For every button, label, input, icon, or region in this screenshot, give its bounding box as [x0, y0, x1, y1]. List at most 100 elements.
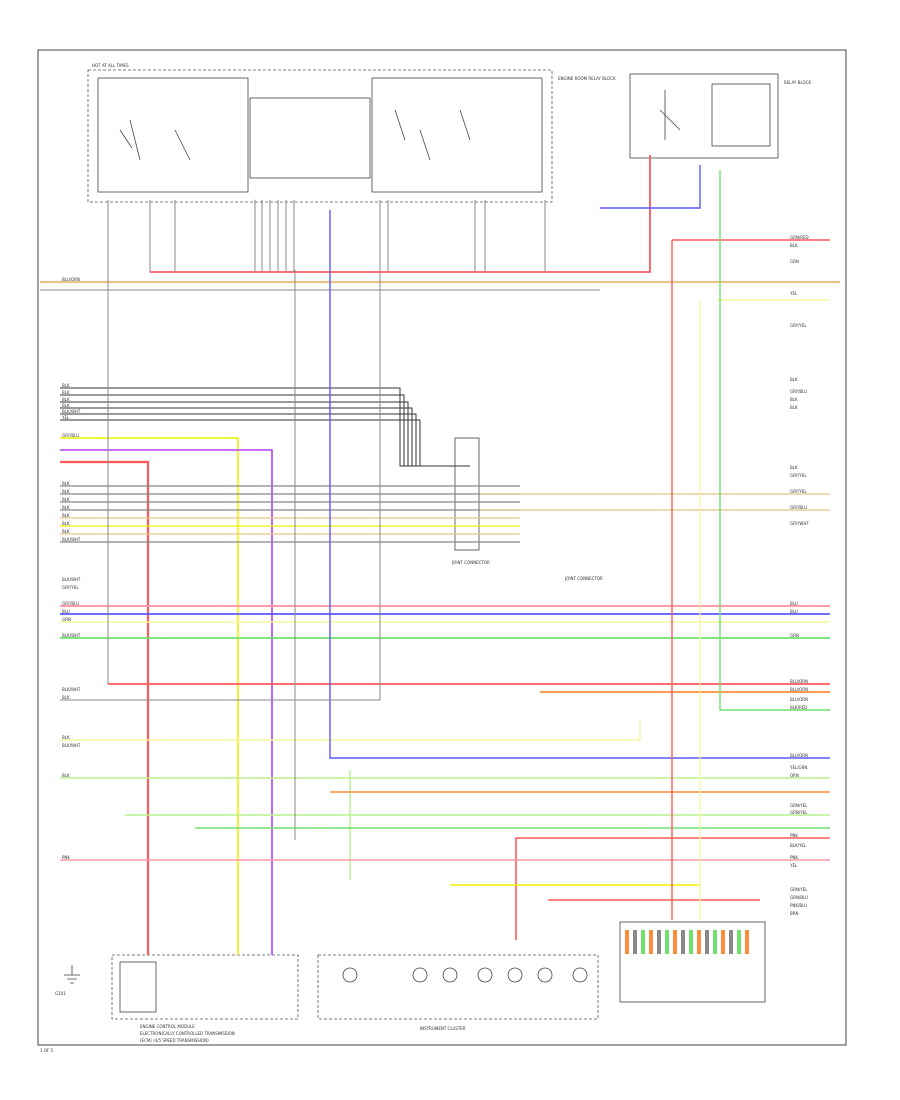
left-wire-label: BLK: [62, 773, 70, 778]
wire-red-top: [150, 155, 651, 273]
right-wire-label: GRN: [790, 259, 799, 264]
connector-pin: [657, 930, 661, 954]
connector-pin: [745, 930, 749, 954]
joint-connector-label-2: JOINT CONNECTOR: [564, 576, 603, 581]
connector-pin: [625, 930, 629, 954]
left-wire-label: BLK: [62, 397, 70, 402]
connector-pin: [721, 930, 725, 954]
right-wire-label: PNK/BLU: [790, 903, 807, 908]
right-wire-labels: GRN/REDBLKGRNYELGRY/YELBLKGRY/BLUBLKBLKB…: [789, 235, 809, 916]
left-wire-label: BLK: [62, 383, 70, 388]
gauge-symbol: [412, 967, 428, 983]
right-wire-label: BLU/ORN: [790, 679, 808, 684]
ground-symbol: G101: [55, 965, 80, 996]
right-wire-label: ORN: [790, 773, 799, 778]
right-wire-label: GRY/BLU: [790, 389, 807, 394]
wire-bundle-left: [60, 419, 470, 467]
right-wire-label: PNK: [790, 833, 798, 838]
left-wire-label: BLK/WHT: [62, 633, 81, 638]
right-wire-label: GRY/YEL: [790, 489, 807, 494]
left-wire-label: PNK: [62, 855, 70, 860]
connector-pin: [689, 930, 693, 954]
right-wire-label: PNK: [790, 855, 798, 860]
left-wire-label: BLK: [62, 521, 70, 526]
right-connector-block: [619, 921, 766, 1003]
right-wire-label: BLK/RED: [790, 705, 807, 710]
relay-block-label: ENGINE ROOM RELAY BLOCK: [558, 76, 616, 81]
right-wire-label: BLK/YEL: [790, 843, 807, 848]
right-wire-label: BLU/ORN: [790, 687, 808, 692]
gauge-symbol: [342, 967, 358, 983]
right-wire-label: BRN: [790, 911, 799, 916]
right-wire-label: GRY/YEL: [790, 473, 807, 478]
instrument-cluster: INSTRUMENT CLUSTER: [317, 954, 599, 1031]
left-wire-label: GRY/YEL: [62, 585, 79, 590]
connector-pin: [673, 930, 677, 954]
left-wire-label: BLU: [62, 609, 70, 614]
right-wire-label: BLU/ORN: [790, 753, 808, 758]
page-indicator: 1 OF 5: [40, 1048, 54, 1053]
ground-label: G101: [55, 991, 66, 996]
connector-pin: [665, 930, 669, 954]
connector-pin: [729, 930, 733, 954]
right-wire-label: BLU: [790, 609, 798, 614]
left-wire-label: BLK/WHT: [62, 687, 81, 692]
left-wire-label: BLK: [62, 513, 70, 518]
wire-blue-long: [329, 210, 830, 759]
gauge-symbol: [507, 967, 523, 983]
ecm-sub-label-2: (ECM) (4/5 SPEED TRANSMISSION): [140, 1038, 209, 1043]
left-wire-label: BLK: [62, 695, 70, 700]
right-wire-label: YEL/GRN: [789, 765, 807, 770]
right-wire-label: GRY/YEL: [790, 323, 807, 328]
gauge-symbol: [477, 967, 493, 983]
left-wire-label: BLK: [62, 505, 70, 510]
relay-box-right-label: RELAY BLOCK: [784, 80, 812, 85]
wire-mid-v: [60, 270, 381, 701]
wires-layer: [40, 155, 840, 955]
left-wire-label: GRY/BLU: [62, 433, 79, 438]
left-wire-label: BLK: [62, 497, 70, 502]
left-wire-label: YEL: [61, 415, 70, 420]
connector-pin: [641, 930, 645, 954]
ecm-sub-label: ELECTRONICALLY CONTROLLED TRANSMISSION: [140, 1031, 235, 1036]
right-wire-label: GRN: [790, 633, 799, 638]
left-wire-label: BLK/WHT: [62, 577, 81, 582]
wire-green-right-v: [719, 170, 830, 711]
right-wire-label: GRN/RED: [790, 235, 809, 240]
wire-yellow-left: [60, 437, 239, 955]
right-wire-label: BLK: [790, 465, 798, 470]
right-wire-label: BLK: [790, 243, 798, 248]
right-wire-label: GRN/BLU: [790, 895, 808, 900]
left-wire-label: BLU/ORN: [62, 277, 80, 282]
left-wire-label: BLK: [62, 489, 70, 494]
right-wire-label: BLU/ORN: [790, 697, 808, 702]
connector-pin: [737, 930, 741, 954]
left-wire-label: GRN: [62, 617, 71, 622]
gauge-symbol: [442, 967, 458, 983]
wire-purple-left: [60, 449, 273, 955]
right-wire-label: GRY/WHT: [790, 521, 809, 526]
left-wire-label: GRY/BLU: [62, 601, 79, 606]
connector-pin: [649, 930, 653, 954]
left-wire-label: BLK: [62, 529, 70, 534]
left-wire-labels: BLU/ORNBLKBLKBLKBLKBLK/WHTYELGRY/BLUBLKB…: [61, 277, 81, 860]
connector-pin: [681, 930, 685, 954]
ecm-module: ENGINE CONTROL MODULE ELECTRONICALLY CON…: [111, 954, 299, 1043]
left-wire-label: BLK: [62, 403, 70, 408]
wire-red-low: [515, 837, 830, 940]
relay-box-right: RELAY BLOCK: [629, 73, 812, 159]
left-wire-label: BLK: [62, 481, 70, 486]
wire-red-left: [60, 460, 150, 955]
right-wire-label: BLU: [790, 601, 798, 606]
connector-pin: [705, 930, 709, 954]
diagram-frame: [37, 49, 847, 1046]
right-wire-label: YEL: [789, 291, 798, 296]
right-wire-label: GRN/YEL: [790, 810, 808, 815]
gauge-symbol: [572, 967, 588, 983]
left-wire-label: BLK: [62, 390, 70, 395]
connector-pin: [633, 930, 637, 954]
right-wire-label: BLK: [790, 397, 798, 402]
connector-pin: [697, 930, 701, 954]
instrument-cluster-label: INSTRUMENT CLUSTER: [420, 1026, 466, 1031]
